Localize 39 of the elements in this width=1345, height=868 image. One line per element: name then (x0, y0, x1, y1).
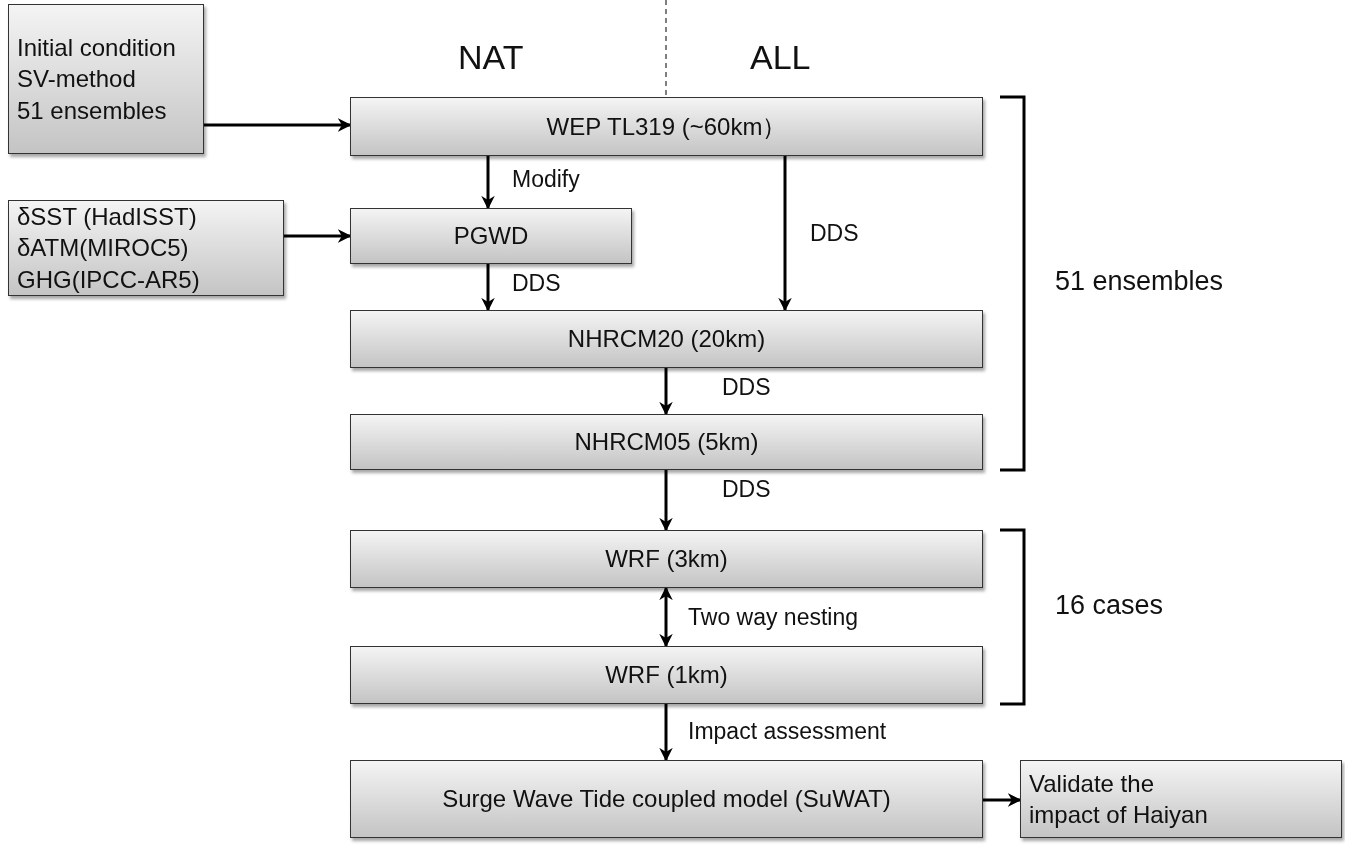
process-box (350, 414, 983, 470)
arrow (983, 793, 1022, 807)
box-text: WEP TL319 (~60km） (546, 111, 787, 142)
box-text: GHG(IPCC-AR5) (17, 264, 200, 295)
box-text: Surge Wave Tide coupled model (SuWAT) (442, 784, 891, 815)
box-text: δSST (HadISST) (17, 202, 197, 233)
box-text: NHRCM20 (20km) (567, 324, 766, 355)
box-text: WRF (1km) (605, 660, 728, 691)
box-text: Validate the impact of Haiyan (1029, 768, 1209, 830)
arrow (659, 704, 673, 762)
arrow (659, 586, 673, 648)
arrow (481, 156, 495, 210)
bracket-label: 16 cases (1055, 590, 1164, 621)
process-box (1020, 760, 1342, 838)
column-heading: NAT (458, 38, 524, 77)
process-box (350, 646, 983, 704)
edge-label: Modify (510, 166, 582, 193)
process-box (350, 310, 983, 368)
bracket-label: 51 ensembles (1055, 266, 1224, 297)
box-text: NHRCM05 (5km) (574, 427, 759, 458)
process-box (8, 4, 204, 154)
process-box (350, 530, 983, 588)
arrow (659, 368, 673, 416)
arrow (481, 264, 495, 312)
process-box (350, 97, 983, 156)
box-text: PGWD (453, 221, 529, 252)
box-text: SV-method (17, 64, 136, 95)
box-text: δATM(MIROC5) (17, 233, 189, 264)
process-box (350, 760, 983, 838)
box-text: Initial condition (17, 33, 176, 64)
arrow (778, 156, 792, 312)
column-heading: ALL (750, 38, 811, 77)
process-box (8, 200, 284, 296)
process-box (350, 208, 632, 264)
box-text: 51 ensembles (17, 95, 167, 126)
arrow (284, 229, 352, 243)
box-text: WRF (3km) (605, 544, 728, 575)
arrow (204, 118, 352, 132)
arrow (659, 470, 673, 532)
